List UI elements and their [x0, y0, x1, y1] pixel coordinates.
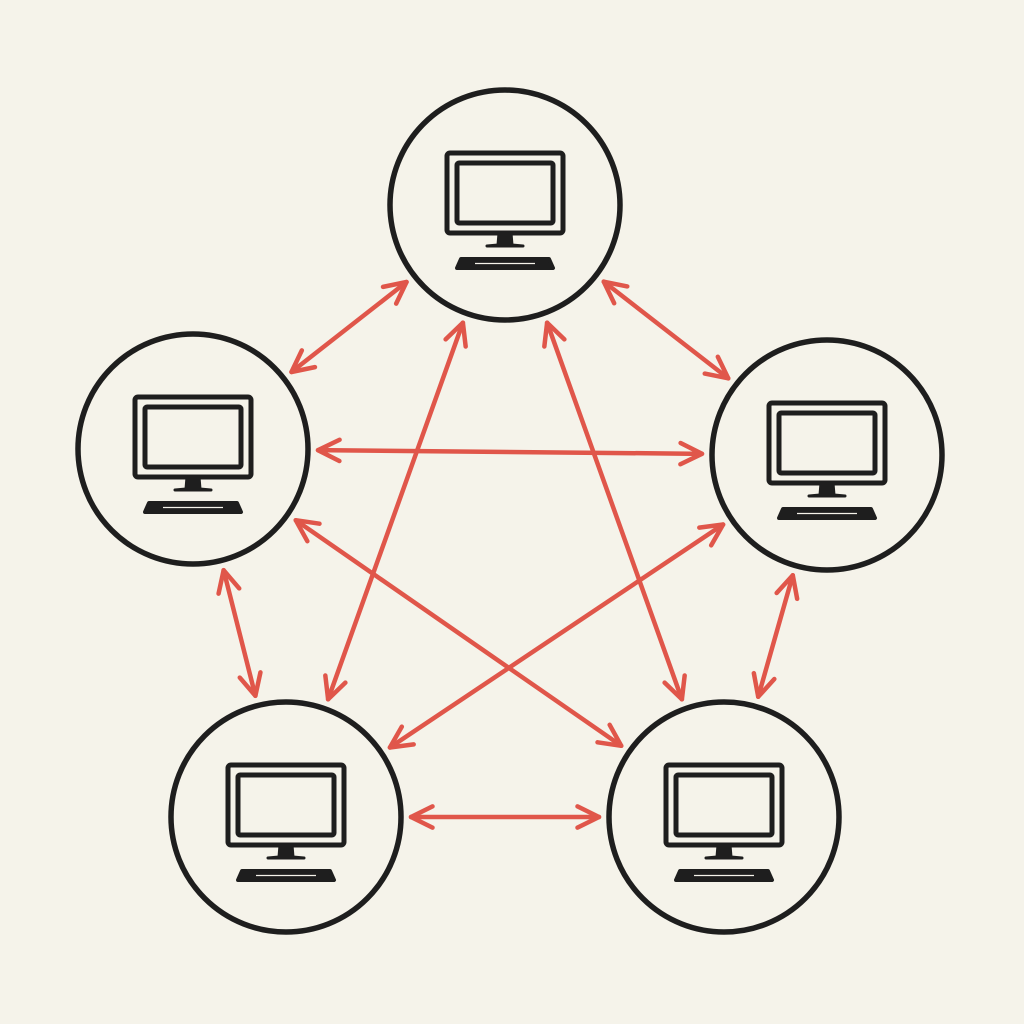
monitor-stand: [266, 844, 306, 860]
computer-monitor-icon: [132, 394, 254, 514]
arrowhead-icon: [216, 567, 242, 596]
connection-line: [755, 572, 796, 700]
edge-bottom-left-bottom-right: [408, 804, 602, 830]
node-circle: [606, 699, 842, 935]
nodes-layer: [75, 87, 945, 935]
node-right: [709, 337, 945, 573]
arrowhead-icon: [601, 279, 630, 306]
arrowhead-icon: [774, 572, 800, 602]
monitor-screen: [673, 772, 775, 838]
edge-top-left: [289, 279, 409, 375]
connection-line: [544, 320, 685, 702]
node-circle: [168, 699, 404, 935]
arrowhead-icon: [678, 440, 705, 467]
connection-line: [315, 447, 705, 457]
monitor-stand: [173, 476, 213, 492]
monitor-stand: [485, 232, 525, 248]
computer-monitor-icon: [663, 762, 785, 882]
node-circle: [709, 337, 945, 573]
arrowhead-icon: [293, 517, 322, 544]
arrowhead-icon: [408, 804, 435, 830]
arrowhead-icon: [595, 722, 624, 749]
node-bottom-right: [606, 699, 842, 935]
edge-right-bottom-right: [751, 572, 800, 700]
connection-line: [387, 522, 726, 750]
edge-left-right: [315, 437, 705, 467]
arrowhead-icon: [542, 320, 567, 349]
node-circle: [387, 87, 623, 323]
arrowhead-icon: [380, 279, 409, 306]
connection-line: [601, 279, 731, 381]
arrowhead-icon: [575, 804, 602, 830]
monitor-screen: [142, 404, 244, 470]
monitor-screen: [235, 772, 337, 838]
edge-top-right: [601, 279, 731, 381]
arrowhead-icon: [289, 348, 318, 375]
computer-monitor-icon: [444, 150, 566, 270]
arrowhead-icon: [697, 522, 726, 548]
monitor-stand: [704, 844, 744, 860]
connection-line: [289, 279, 409, 375]
edge-left-bottom-right: [293, 517, 624, 749]
arrowhead-icon: [237, 670, 263, 699]
computer-monitor-icon: [766, 400, 888, 520]
arrowhead-icon: [315, 437, 342, 464]
node-top: [387, 87, 623, 323]
arrowhead-icon: [662, 673, 687, 702]
arrowhead-icon: [751, 670, 777, 700]
edge-right-bottom-left: [387, 522, 726, 750]
edge-left-bottom-left: [216, 567, 263, 699]
connection-line: [293, 517, 624, 749]
monitor-screen: [776, 410, 878, 476]
monitor-stand: [807, 482, 847, 498]
node-left: [75, 331, 311, 567]
arrowhead-icon: [443, 320, 468, 349]
connection-line: [325, 320, 466, 702]
arrowhead-icon: [702, 354, 731, 381]
edges-layer: [216, 279, 800, 830]
node-circle: [75, 331, 311, 567]
computer-monitor-icon: [225, 762, 347, 882]
edge-top-bottom-left: [323, 320, 468, 702]
connection-line: [221, 567, 258, 699]
monitor-screen: [454, 160, 556, 226]
edge-top-bottom-right: [542, 320, 687, 702]
node-bottom-left: [168, 699, 404, 935]
arrowhead-icon: [387, 724, 416, 750]
arrowhead-icon: [323, 673, 348, 702]
